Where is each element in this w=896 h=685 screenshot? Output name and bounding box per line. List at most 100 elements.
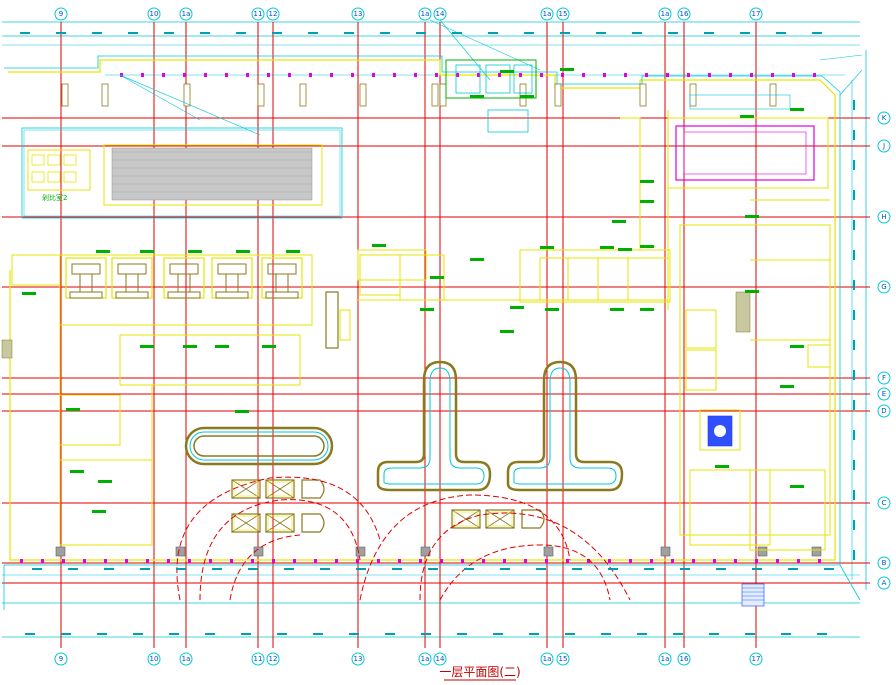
wall-marker: [608, 559, 611, 563]
column-pier: [660, 546, 671, 557]
column-bubble: 1a: [658, 652, 672, 666]
annotation-mark: [140, 345, 154, 348]
dimension-mark: [853, 430, 855, 440]
column-bubble-label: 11: [254, 655, 263, 663]
column-bubble: 1a: [179, 652, 193, 666]
wall-marker: [293, 559, 296, 563]
annotation-mark: [545, 308, 559, 311]
dimension-mark: [464, 568, 474, 570]
machine-unit: [261, 257, 303, 299]
truck-icon: [265, 513, 295, 533]
annotation-mark: [612, 220, 626, 223]
wall-marker: [125, 559, 128, 563]
dimension-mark: [680, 568, 690, 570]
dimension-mark: [853, 190, 855, 200]
wall-marker: [692, 559, 695, 563]
wall-marker: [818, 559, 821, 563]
column-pier: [355, 546, 366, 557]
column-pier: [439, 83, 447, 107]
column-pier: [175, 546, 186, 557]
dimension-mark: [313, 633, 323, 635]
dimension-mark: [776, 32, 786, 34]
dimension-mark: [853, 340, 855, 350]
annotation-mark: [640, 180, 654, 183]
column-bubble-label: 15: [559, 10, 568, 18]
truck-icon: [265, 479, 295, 499]
wall-marker: [393, 73, 396, 77]
annotation-mark: [790, 345, 804, 348]
dimension-mark: [205, 633, 215, 635]
dimension-mark: [673, 633, 683, 635]
column-bubble: 17: [749, 7, 763, 21]
column-pier: [359, 83, 367, 107]
column-bubble-label: 12: [269, 655, 278, 663]
row-bubble: B: [877, 556, 891, 570]
column-pier: [257, 83, 265, 107]
truck-cab-icon: [301, 479, 325, 499]
annotation-mark: [183, 345, 197, 348]
annotation-mark: [66, 408, 80, 411]
column-bubble-label: 1a: [543, 10, 552, 18]
wall-marker: [225, 73, 228, 77]
column-bubble: 10: [147, 7, 161, 21]
dimension-mark: [133, 633, 143, 635]
annotation-mark: [640, 308, 654, 311]
wall-marker: [456, 73, 459, 77]
column-bubble-label: 16: [680, 10, 689, 18]
wall-marker: [335, 559, 338, 563]
annotation-mark: [510, 306, 524, 309]
column-bubble: 14: [433, 7, 447, 21]
annotation-mark: [70, 470, 84, 473]
column-pier: [811, 546, 822, 557]
truck-icon: [485, 509, 515, 529]
row-bubble: J: [877, 139, 891, 153]
dimension-mark: [140, 568, 150, 570]
wall-marker: [104, 559, 107, 563]
dimension-mark: [92, 32, 102, 34]
column-pier: [431, 83, 439, 107]
wall-marker: [288, 73, 291, 77]
truck-icon: [231, 513, 261, 533]
column-bubble: 12: [266, 652, 280, 666]
wall-marker: [351, 73, 354, 77]
wall-marker: [650, 559, 653, 563]
machine-unit: [65, 257, 107, 299]
dimension-mark: [493, 633, 503, 635]
wall-marker: [83, 559, 86, 563]
wc-block: 剁比室2: [21, 127, 343, 219]
annotation-mark: [745, 215, 759, 218]
annotation-mark: [540, 246, 554, 249]
column-bubble: 13: [351, 652, 365, 666]
column-bubble-label: 10: [150, 655, 159, 663]
row-bubble-label: B: [882, 559, 887, 567]
leader-lines: [119, 19, 541, 136]
wall-marker: [141, 73, 144, 77]
dimension-mark: [241, 633, 251, 635]
annotation-mark: [470, 95, 484, 98]
column-bubble: 17: [749, 652, 763, 666]
column-bubble-label: 12: [269, 10, 278, 18]
row-bubble: C: [877, 496, 891, 510]
wall-marker: [713, 559, 716, 563]
column-bubble: 11: [251, 652, 265, 666]
wall-marker: [540, 73, 543, 77]
annotation-mark: [780, 385, 794, 388]
wall-marker: [482, 559, 485, 563]
dimension-mark: [853, 400, 855, 410]
dimension-mark: [529, 633, 539, 635]
wall-marker: [167, 559, 170, 563]
column-bubble-label: 13: [354, 10, 363, 18]
dimension-mark: [236, 32, 246, 34]
wall-marker: [314, 559, 317, 563]
wall-marker: [372, 73, 375, 77]
dimension-mark: [344, 32, 354, 34]
annotation-mark: [262, 345, 276, 348]
wall-marker: [587, 559, 590, 563]
wall-marker: [251, 559, 254, 563]
column-pier: [61, 83, 69, 107]
annotation-mark: [470, 258, 484, 261]
truck-cab-icon: [521, 509, 545, 529]
annotation-mark: [790, 108, 804, 111]
dimension-mark: [565, 633, 575, 635]
